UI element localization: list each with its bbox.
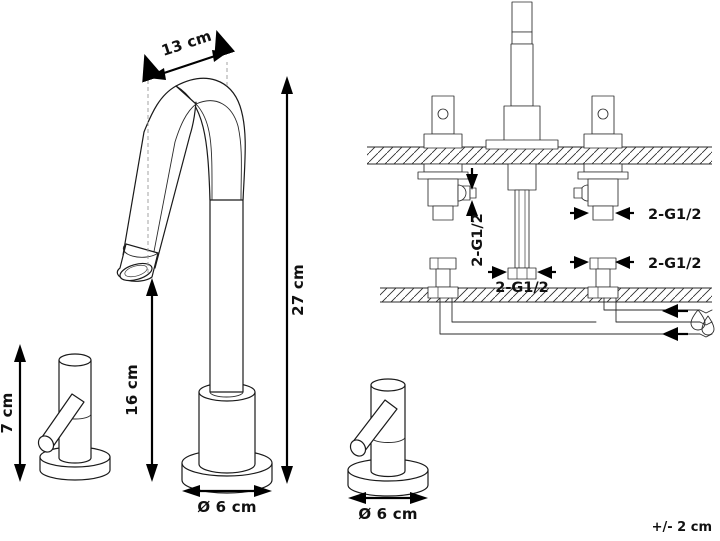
dimension-label-7cm: 7 cm xyxy=(0,393,16,434)
valve-right-assembly xyxy=(573,95,629,221)
dimension-base-diameter-main: Ø 6 cm xyxy=(182,485,272,516)
thread-callout-right-valve: 2-G1/2 xyxy=(570,207,701,223)
supply-riser-left xyxy=(427,257,459,299)
thread-label-right-supply: 2-G1/2 xyxy=(648,256,701,272)
dimension-label-base-handle: Ø 6 cm xyxy=(358,505,417,523)
faucet-riser-column xyxy=(209,189,244,398)
installation-section-group: 2-G1/2 2-G1/2 2-G1/2 xyxy=(367,1,715,341)
handle-right-group xyxy=(347,378,429,497)
dimension-label-base-main: Ø 6 cm xyxy=(197,498,256,516)
faucet-spout-arm xyxy=(122,85,197,269)
dimension-total-height: 27 cm xyxy=(281,76,307,484)
thread-callout-right-supply: 2-G1/2 xyxy=(570,256,701,272)
tolerance-note: +/- 2 cm xyxy=(651,520,712,535)
handle-left-lever xyxy=(37,393,85,453)
valve-left-assembly xyxy=(417,95,477,221)
dimension-base-diameter-handle: Ø 6 cm xyxy=(348,492,428,523)
supply-riser-right xyxy=(587,257,619,299)
flow-arrow-icon-lower xyxy=(662,327,688,341)
faucet-base-cylinder xyxy=(198,382,256,474)
thread-callout-left-valve: 2-G1/2 xyxy=(466,168,486,267)
dimension-spout-height: 16 cm xyxy=(123,278,158,482)
water-drop-icon xyxy=(690,309,715,336)
thread-label-right-valve: 2-G1/2 xyxy=(648,207,701,223)
lower-wall-slab xyxy=(380,287,712,303)
flow-arrow-icon-upper xyxy=(662,304,688,318)
dimension-label-27cm: 27 cm xyxy=(289,264,307,316)
thread-label-center-spout: 2-G1/2 xyxy=(495,280,548,296)
dimension-label-13cm: 13 cm xyxy=(159,27,214,60)
handle-left-group xyxy=(37,353,111,481)
dimension-spout-reach: 13 cm xyxy=(142,27,236,83)
thread-label-left-valve: 2-G1/2 xyxy=(470,213,486,266)
handle-right-lever xyxy=(349,399,398,457)
dimension-label-16cm: 16 cm xyxy=(123,364,141,416)
faucet-elevation-group xyxy=(116,60,273,494)
countertop-slab xyxy=(367,146,712,165)
spout-shank-assembly xyxy=(485,1,559,280)
supply-hose-lines xyxy=(439,297,713,338)
dimension-handle-height: 7 cm xyxy=(0,344,26,482)
thread-callout-center-spout: 2-G1/2 xyxy=(488,266,556,296)
